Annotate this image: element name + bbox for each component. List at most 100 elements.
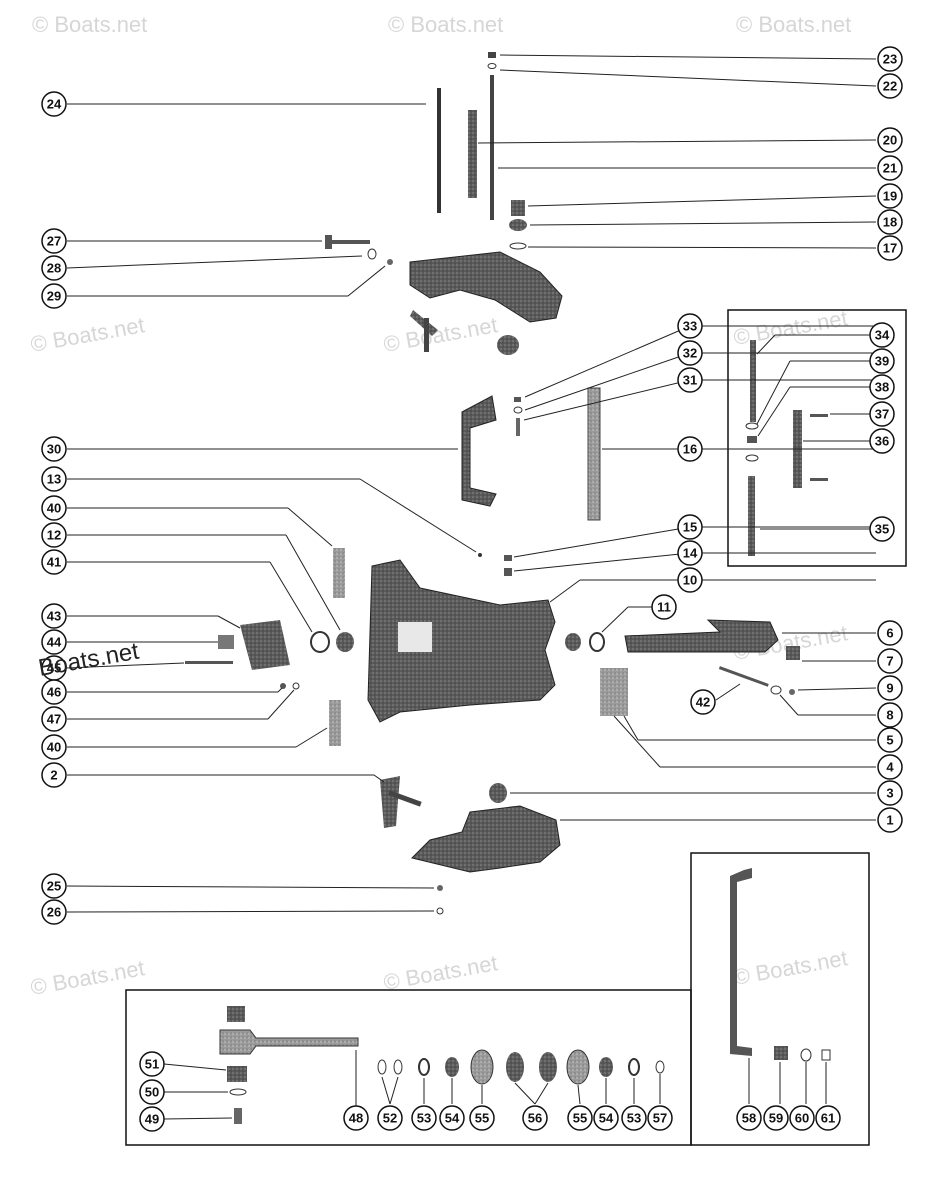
part-tilt-tube-6 [624,619,779,653]
callout-23: 23 [877,46,903,72]
callout-label: 2 [50,768,57,783]
callout-48: 48 [343,1105,369,1131]
callout-label: 9 [886,681,893,696]
callout-20: 20 [877,127,903,153]
part-thumbscrew-lower-shaft [387,790,422,807]
callout-14: 14 [677,540,703,566]
part-pad-3 [489,783,507,803]
part-pin-37b [810,478,828,481]
callout-label: 22 [883,79,897,94]
callout-label: 40 [47,740,61,755]
callout-51: 51 [139,1051,165,1077]
part-grommet-56b [539,1052,557,1082]
watermark-text: © Boats.net [382,950,500,995]
callout-label: 61 [821,1111,835,1126]
part-nut-51 [227,1066,247,1082]
callout-label: 23 [883,52,897,67]
part-oring-38b [745,454,759,462]
callout-40-lower: 40 [41,734,67,760]
callout-label: 38 [875,380,889,395]
leader-lines [66,54,877,1120]
callout-38: 38 [869,374,895,400]
callout-label: 7 [886,654,893,669]
part-nut-59 [774,1046,788,1060]
callout-3: 3 [877,780,903,806]
part-washer-17 [509,242,527,250]
callout-24: 24 [41,91,67,117]
part-rod-34 [750,340,756,422]
callout-37: 37 [869,401,895,427]
part-washer-22 [487,63,497,69]
part-nut-51-upper [227,1006,245,1022]
watermark-text: © Boats.net [32,12,147,37]
callout-32: 32 [677,340,703,366]
callout-31: 31 [677,367,703,393]
callout-label: 31 [683,373,697,388]
callout-label: 30 [47,442,61,457]
callout-label: 10 [683,573,697,588]
watermark-text: © Boats.net [736,12,851,37]
watermark-text: © Boats.net [388,12,503,37]
callout-label: 27 [47,234,61,249]
part-clamp-bracket-upper [409,251,563,323]
detail-box-steering-lock [727,309,907,567]
callout-label: 47 [47,712,61,727]
callout-label: 36 [875,434,889,449]
part-nut-57 [655,1060,665,1074]
callout-41: 41 [41,549,67,575]
part-bolt-27 [330,240,370,244]
part-rod-24 [437,88,441,213]
part-nut-33 [514,397,521,402]
callout-label: 6 [886,626,893,641]
callout-label: 53 [627,1111,641,1126]
callout-label: 42 [696,695,710,710]
part-fitting-14 [504,568,512,576]
callout-55b: 55 [567,1105,593,1131]
callout-label: 13 [47,472,61,487]
part-bolt-head-27 [325,235,332,249]
part-bushing-right [565,633,581,651]
callout-label: 1 [886,813,893,828]
callout-label: 18 [883,215,897,230]
callout-label: 54 [599,1111,614,1126]
part-nut-38 [747,436,757,443]
callout-label: 20 [883,133,897,148]
part-nut-9 [789,689,795,695]
callout-label: 33 [683,319,697,334]
watermark-text: © Boats.net [732,945,850,990]
callout-label: 32 [683,346,697,361]
watermark-text: © Boats.net [29,955,147,1000]
callout-12: 12 [41,522,67,548]
callout-53b: 53 [621,1105,647,1131]
callout-16: 16 [677,436,703,462]
part-washer-47 [292,682,300,690]
callout-28: 28 [41,255,67,281]
callout-7: 7 [877,648,903,674]
part-nut-29 [387,259,393,265]
part-nut-61 [821,1049,831,1061]
callout-5: 5 [877,727,903,753]
callout-label: 57 [653,1111,667,1126]
callout-label: 48 [349,1111,363,1126]
callout-label: 37 [875,407,889,422]
part-nut-25 [437,885,443,891]
callout-label: 29 [47,289,61,304]
part-pad-7 [786,646,800,660]
part-bushing-12 [336,632,354,652]
callout-label: 16 [683,442,697,457]
callout-30: 30 [41,436,67,462]
callout-11: 11 [651,594,677,620]
part-clamp-bracket-lower [411,805,561,873]
part-bushing-5 [600,668,628,716]
callout-label: 15 [683,520,697,535]
callout-label: 3 [886,786,893,801]
watermark-text: © Boats.net [29,312,147,357]
callout-21: 21 [877,155,903,181]
callout-33: 33 [677,313,703,339]
watermark-text: © Boats.net [382,312,500,357]
callout-2: 2 [41,762,67,788]
callout-60: 60 [789,1105,815,1131]
callout-46: 46 [41,679,67,705]
part-washer-41 [310,631,330,653]
